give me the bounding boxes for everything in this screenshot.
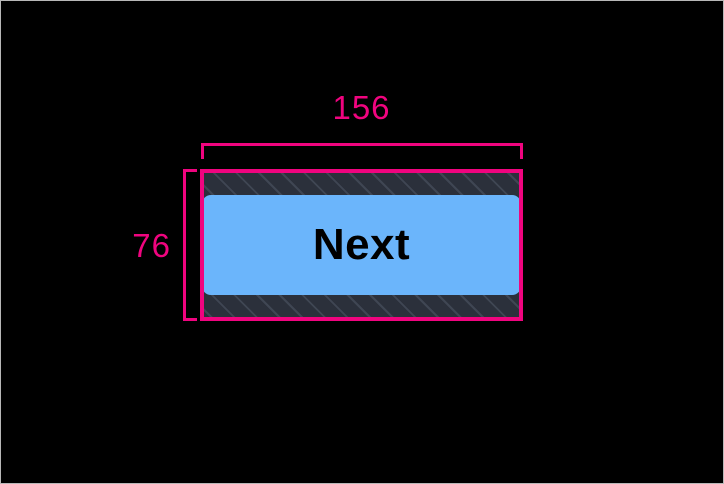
margin-hatch-top	[202, 171, 521, 195]
margin-hatch-bottom	[202, 295, 521, 319]
width-dimension-label: 156	[332, 89, 391, 126]
inspected-element[interactable]: Next	[202, 171, 521, 319]
width-dimension-bracket	[201, 143, 523, 159]
height-dimension-label: 76	[132, 226, 171, 264]
next-button-label: Next	[312, 220, 411, 269]
height-dimension-bracket	[183, 169, 197, 321]
next-button[interactable]: Next	[202, 195, 521, 295]
